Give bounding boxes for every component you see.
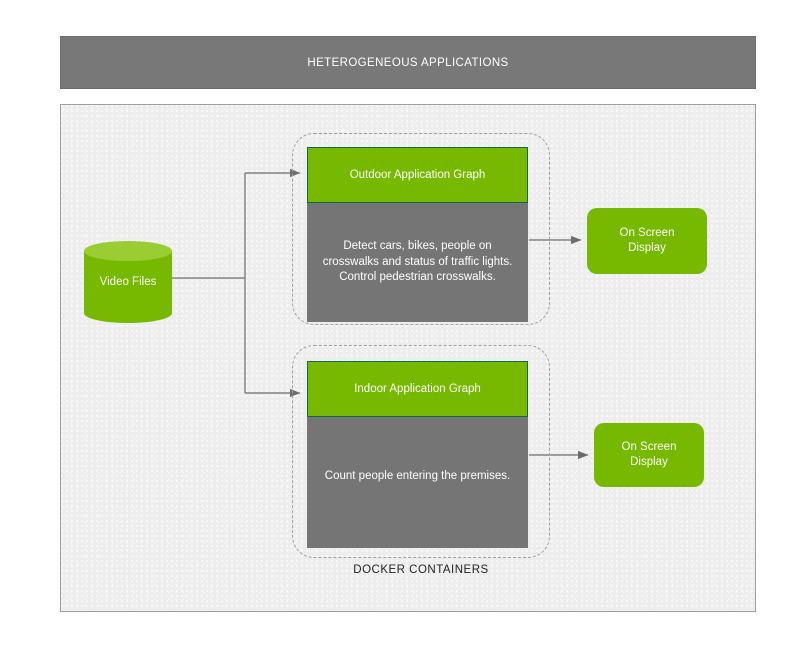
page-title: HETEROGENEOUS APPLICATIONS	[307, 56, 509, 69]
cylinder-body	[84, 251, 172, 313]
on-screen-display-outdoor[interactable]: On Screen Display	[587, 208, 707, 274]
osd-indoor-line2: Display	[630, 456, 668, 468]
osd-outdoor-line1: On Screen	[619, 227, 675, 239]
video-files-datastore[interactable]: Video Files	[84, 241, 172, 323]
osd-outdoor-label: On Screen Display	[620, 226, 675, 256]
cylinder-bottom-ellipse	[84, 303, 172, 323]
osd-indoor-line1: On Screen	[621, 441, 677, 453]
docker-container-indoor	[292, 345, 550, 558]
indoor-application-header: Indoor Application Graph	[307, 361, 528, 417]
outdoor-application-header: Outdoor Application Graph	[307, 147, 528, 203]
osd-outdoor-line2: Display	[628, 242, 666, 254]
diagram-title-bar: HETEROGENEOUS APPLICATIONS	[60, 36, 756, 89]
on-screen-display-indoor[interactable]: On Screen Display	[594, 423, 704, 487]
video-files-label: Video Files	[99, 276, 157, 288]
outdoor-application-block[interactable]: Outdoor Application Graph Detect cars, b…	[307, 147, 528, 322]
cylinder-top-ellipse	[84, 241, 172, 261]
indoor-application-description: Count people entering the premises.	[307, 417, 528, 548]
docker-container-outdoor	[292, 133, 550, 325]
osd-indoor-label: On Screen Display	[622, 440, 677, 470]
outdoor-application-description: Detect cars, bikes, people on crosswalks…	[307, 203, 528, 322]
docker-containers-label: DOCKER CONTAINERS	[353, 564, 489, 576]
indoor-application-block[interactable]: Indoor Application Graph Count people en…	[307, 361, 528, 548]
